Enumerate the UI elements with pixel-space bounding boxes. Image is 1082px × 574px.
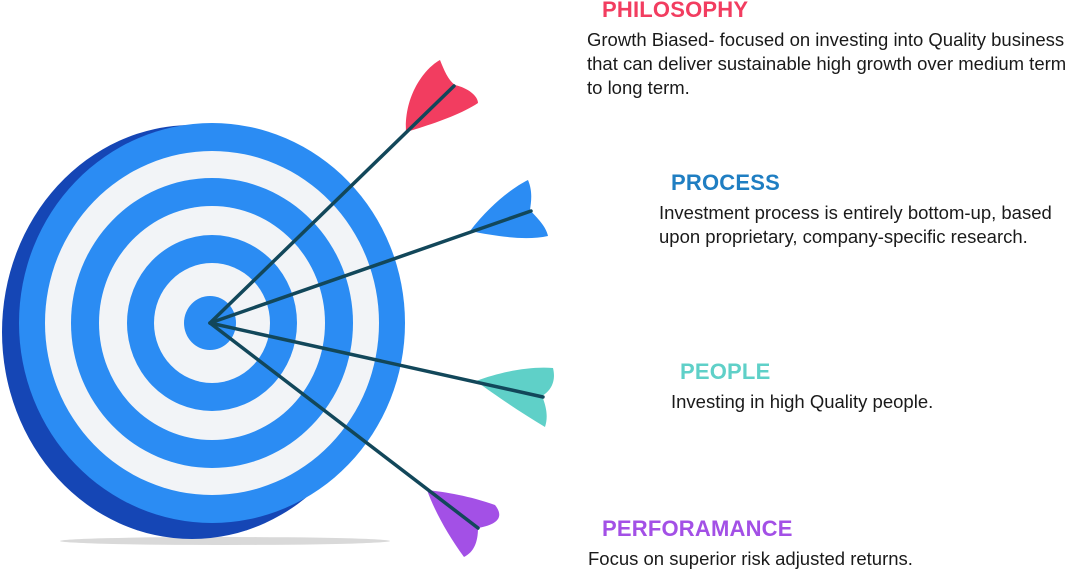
arrow-performance-fletching (427, 490, 500, 557)
arrow-performance (208, 321, 500, 557)
philosophy-section: PHILOSOPHY Growth Biased- focused on inv… (587, 0, 1082, 100)
arrow-process-shaft (208, 209, 533, 325)
arrow-performance-shaft (208, 321, 480, 530)
arrow-people (208, 321, 554, 427)
philosophy-description: Growth Biased- focused on investing into… (587, 29, 1067, 98)
performance-description: Focus on superior risk adjusted returns. (588, 548, 913, 569)
performance-section: PERFORAMANCE Focus on superior risk adju… (588, 517, 1058, 571)
arrow-philosophy (208, 60, 478, 325)
people-section: PEOPLE Investing in high Quality people. (671, 360, 1071, 414)
arrow-philosophy-shaft (208, 84, 456, 325)
arrow-process (208, 180, 548, 325)
arrow-people-fletching (476, 367, 554, 427)
process-title: PROCESS (671, 170, 780, 195)
arrow-process-fletching (470, 180, 548, 239)
process-section: PROCESS Investment process is entirely b… (659, 171, 1069, 249)
people-description: Investing in high Quality people. (671, 391, 934, 412)
people-title: PEOPLE (680, 359, 771, 384)
target-shadow (60, 537, 390, 545)
process-description: Investment process is entirely bottom-up… (659, 202, 1052, 247)
philosophy-title: PHILOSOPHY (602, 0, 749, 22)
arrow-people-shaft (208, 321, 545, 399)
performance-title: PERFORAMANCE (602, 516, 793, 541)
